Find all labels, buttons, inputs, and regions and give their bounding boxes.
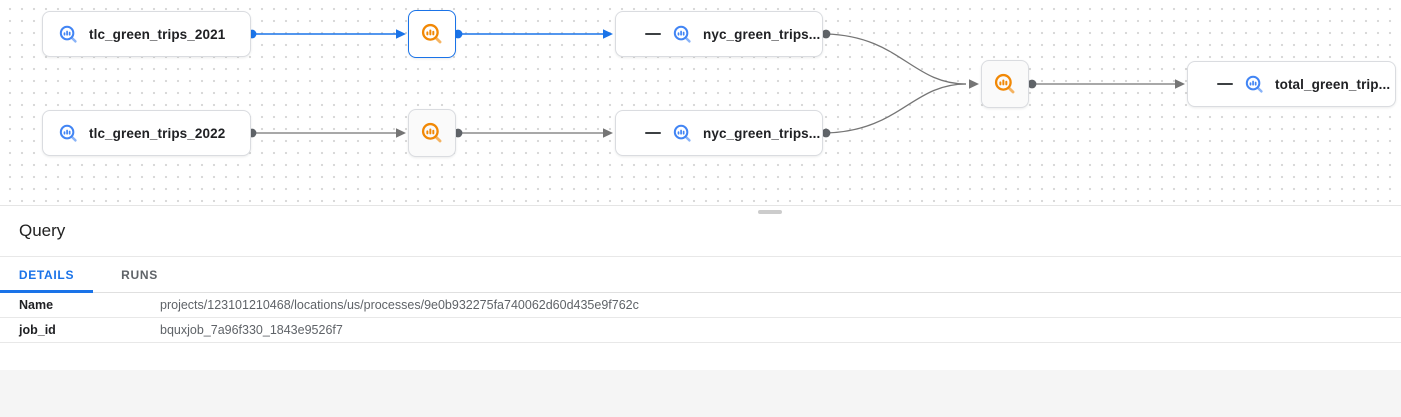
detail-value: bquxjob_7a96f330_1843e9526f7 <box>160 323 343 337</box>
bigquery-process-icon <box>421 122 443 144</box>
minus-collapse-icon[interactable] <box>645 26 661 42</box>
bigquery-process-icon <box>421 23 443 45</box>
panel-tabs: DETAILS RUNS <box>0 257 1401 293</box>
panel-resize-handle[interactable] <box>758 210 782 214</box>
node-label: nyc_green_trips... <box>703 125 821 141</box>
edge-arrowhead <box>969 79 979 89</box>
node-label: total_green_trip... <box>1275 76 1391 92</box>
bigquery-table-icon <box>59 124 78 143</box>
node-total-green-trips[interactable]: total_green_trip... <box>1187 61 1396 107</box>
edge-arrowhead <box>1175 79 1185 89</box>
edge-curve <box>825 33 967 85</box>
node-label: tlc_green_trips_2022 <box>89 125 226 141</box>
edge-arrowhead <box>396 128 406 138</box>
bigquery-process-icon <box>994 73 1016 95</box>
tab-runs[interactable]: RUNS <box>121 267 158 282</box>
panel-title-bar: Query <box>0 206 1401 257</box>
lineage-canvas[interactable]: tlc_green_trips_2021 nyc_green_trips... … <box>0 0 1401 206</box>
bigquery-table-icon <box>673 124 692 143</box>
detail-row-job-id: job_id bquxjob_7a96f330_1843e9526f7 <box>0 318 1401 343</box>
edge-arrowhead <box>603 29 613 39</box>
detail-label: job_id <box>19 323 56 337</box>
lineage-edges <box>247 29 1185 138</box>
minus-collapse-icon[interactable] <box>645 125 661 141</box>
edge-curve <box>825 83 967 134</box>
sql-code-block: CREATE TABLE `myproject.data_lineage_dem… <box>0 370 1401 417</box>
detail-value: projects/123101210468/locations/us/proce… <box>160 298 639 312</box>
node-label: tlc_green_trips_2021 <box>89 26 226 42</box>
edge-arrowhead <box>603 128 613 138</box>
edge-source-dot <box>1027 79 1037 89</box>
detail-label: Name <box>19 298 54 312</box>
node-tlc-green-trips-2022[interactable]: tlc_green_trips_2022 <box>42 110 251 156</box>
bigquery-table-icon <box>1245 75 1264 94</box>
node-process-total[interactable] <box>981 60 1029 108</box>
node-label: nyc_green_trips... <box>703 26 821 42</box>
tab-details[interactable]: DETAILS <box>0 257 93 293</box>
bigquery-table-icon <box>59 25 78 44</box>
node-process-2021[interactable] <box>408 10 456 58</box>
edge-arrowhead <box>396 29 406 39</box>
bigquery-table-icon <box>673 25 692 44</box>
edge-source-dot <box>821 128 831 138</box>
node-nyc-green-trips-2021[interactable]: nyc_green_trips... <box>615 11 823 57</box>
node-nyc-green-trips-2022[interactable]: nyc_green_trips... <box>615 110 823 156</box>
edge-source-dot <box>821 29 831 39</box>
panel-title: Query <box>19 221 66 240</box>
minus-collapse-icon[interactable] <box>1217 76 1233 92</box>
node-process-2022[interactable] <box>408 109 456 157</box>
query-details-panel: Query DETAILS RUNS Name projects/1231012… <box>0 206 1401 343</box>
detail-row-name: Name projects/123101210468/locations/us/… <box>0 293 1401 318</box>
node-tlc-green-trips-2021[interactable]: tlc_green_trips_2021 <box>42 11 251 57</box>
